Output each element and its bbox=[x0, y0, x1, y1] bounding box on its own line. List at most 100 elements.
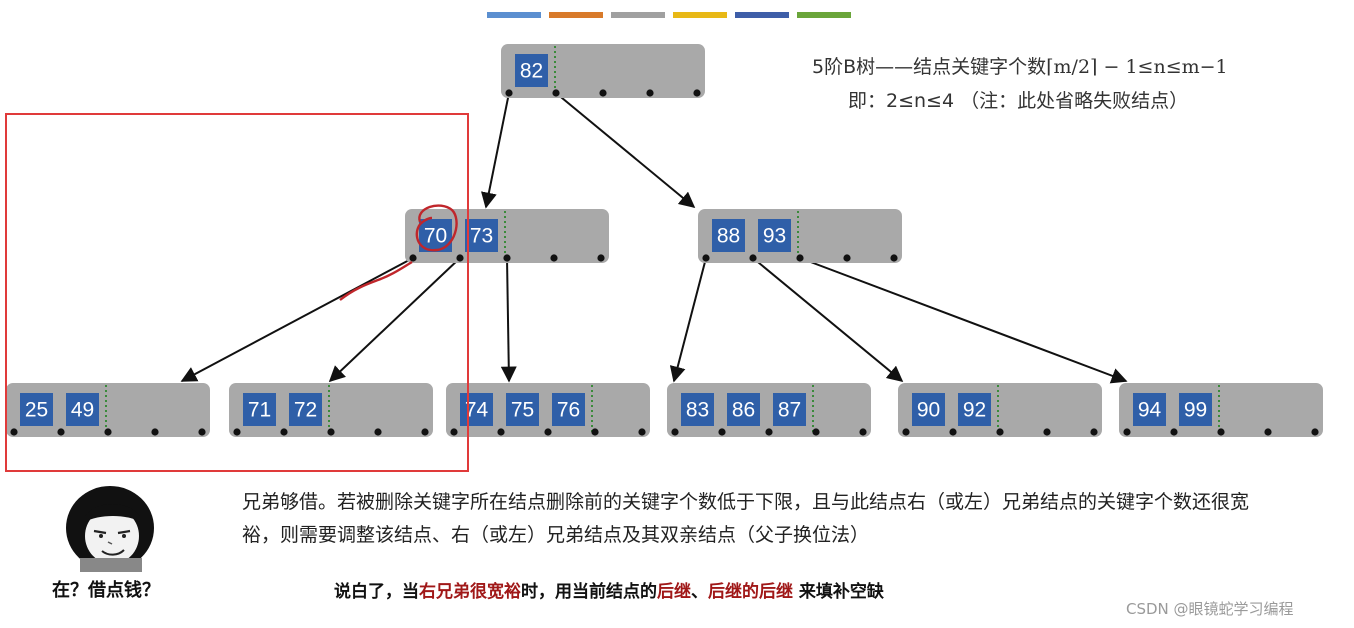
pointer-dot bbox=[1043, 428, 1051, 436]
key-cell: 49 bbox=[66, 393, 99, 426]
key-label: 70 bbox=[424, 225, 447, 248]
tree-edge-arrow bbox=[481, 92, 510, 209]
palette-swatch bbox=[487, 12, 541, 18]
key-box bbox=[289, 393, 322, 426]
pointer-dot bbox=[1123, 428, 1131, 436]
pointer-dot bbox=[151, 428, 159, 436]
key-box bbox=[758, 219, 791, 252]
internal-node: 70 73 bbox=[405, 209, 609, 263]
pointer-dot bbox=[1264, 428, 1272, 436]
node-box bbox=[1119, 383, 1323, 437]
color-palette-bar bbox=[487, 12, 851, 18]
pointer-dot bbox=[765, 428, 773, 436]
key-label: 72 bbox=[294, 399, 317, 422]
pointer-dot bbox=[702, 254, 710, 262]
tree-edge-arrow bbox=[799, 257, 1128, 384]
summary-highlight-2: 后继 bbox=[657, 582, 691, 602]
key-cell: 94 bbox=[1133, 393, 1166, 426]
description-text: 兄弟够借。若被删除关键字所在结点删除前的关键字个数低于下限，且与此结点右（或左）… bbox=[242, 491, 1250, 546]
palette-swatch bbox=[611, 12, 665, 18]
pointer-dot bbox=[718, 428, 726, 436]
leaf-node: 74 75 76 bbox=[446, 383, 650, 437]
tree-edge-arrow bbox=[669, 257, 707, 383]
leaf-node: 25 49 bbox=[6, 383, 210, 437]
pointer-dot bbox=[505, 89, 513, 97]
pointer-dot bbox=[409, 254, 417, 262]
key-cell: 93 bbox=[758, 219, 791, 252]
pointer-dot bbox=[57, 428, 65, 436]
key-label: 88 bbox=[717, 225, 740, 248]
key-cell: 71 bbox=[243, 393, 276, 426]
pointer-dot bbox=[599, 89, 607, 97]
pointer-dot bbox=[1170, 428, 1178, 436]
pointer-dot bbox=[1311, 428, 1319, 436]
key-label: 76 bbox=[557, 399, 580, 422]
pointer-dot bbox=[671, 428, 679, 436]
key-box bbox=[515, 54, 548, 87]
pointer-dot bbox=[327, 428, 335, 436]
node-box bbox=[6, 383, 210, 437]
key-label: 93 bbox=[763, 225, 786, 248]
node-box bbox=[229, 383, 433, 437]
key-box bbox=[66, 393, 99, 426]
watermark: CSDN @眼镜蛇学习编程 bbox=[1126, 600, 1294, 618]
pointer-dot bbox=[597, 254, 605, 262]
key-box bbox=[20, 393, 53, 426]
root-node: 82 bbox=[501, 44, 705, 98]
leaf-node: 71 72 bbox=[229, 383, 433, 437]
node-box bbox=[667, 383, 871, 437]
key-cell: 86 bbox=[727, 393, 760, 426]
key-cell: 82 bbox=[515, 54, 548, 87]
palette-swatch bbox=[549, 12, 603, 18]
key-box bbox=[712, 219, 745, 252]
key-label: 73 bbox=[470, 225, 493, 248]
key-label: 83 bbox=[686, 399, 709, 422]
pointer-dot bbox=[497, 428, 505, 436]
key-label: 94 bbox=[1138, 399, 1162, 422]
node-box bbox=[501, 44, 705, 98]
pointer-dot bbox=[198, 428, 206, 436]
pointer-dot bbox=[996, 428, 1004, 436]
internal-node: 88 93 bbox=[698, 209, 902, 263]
leaf-node: 94 99 bbox=[1119, 383, 1323, 437]
pointer-dot bbox=[374, 428, 382, 436]
meme-face-icon bbox=[58, 478, 168, 577]
key-cell: 88 bbox=[712, 219, 745, 252]
pointer-dot bbox=[812, 428, 820, 436]
tree-edge-arrow bbox=[328, 257, 461, 383]
key-label: 82 bbox=[520, 60, 543, 83]
pointer-dot bbox=[693, 89, 701, 97]
key-label: 99 bbox=[1184, 399, 1207, 422]
key-cell: 83 bbox=[681, 393, 714, 426]
key-box bbox=[460, 393, 493, 426]
tree-edge-arrow bbox=[180, 257, 414, 382]
meme-caption: 在？借点钱？ bbox=[52, 580, 160, 601]
key-cell: 75 bbox=[506, 393, 539, 426]
pointer-dot bbox=[104, 428, 112, 436]
node-box bbox=[698, 209, 902, 263]
pointer-dot bbox=[1217, 428, 1225, 436]
palette-swatch bbox=[797, 12, 851, 18]
key-label: 90 bbox=[917, 399, 940, 422]
palette-swatch bbox=[735, 12, 789, 18]
key-label: 87 bbox=[778, 399, 801, 422]
summary-text: 说白了，当右兄弟很宽裕时，用当前结点的后继、后继的后继 来填补空缺 bbox=[334, 582, 884, 602]
tree-edge-arrow bbox=[555, 92, 696, 209]
pointer-dot bbox=[949, 428, 957, 436]
pointer-dot bbox=[421, 428, 429, 436]
pointer-dot bbox=[233, 428, 241, 436]
leaf-node: 83 86 87 bbox=[667, 383, 871, 437]
pointer-dot bbox=[550, 254, 558, 262]
key-box bbox=[1179, 393, 1212, 426]
pointer-dot bbox=[859, 428, 867, 436]
key-cell: 25 bbox=[20, 393, 53, 426]
key-label: 49 bbox=[71, 399, 94, 422]
pointer-dot bbox=[902, 428, 910, 436]
pointer-dot bbox=[280, 428, 288, 436]
key-box bbox=[552, 393, 585, 426]
key-label: 74 bbox=[465, 399, 489, 422]
key-label: 75 bbox=[511, 399, 534, 422]
tree-edge-arrow bbox=[752, 257, 904, 383]
